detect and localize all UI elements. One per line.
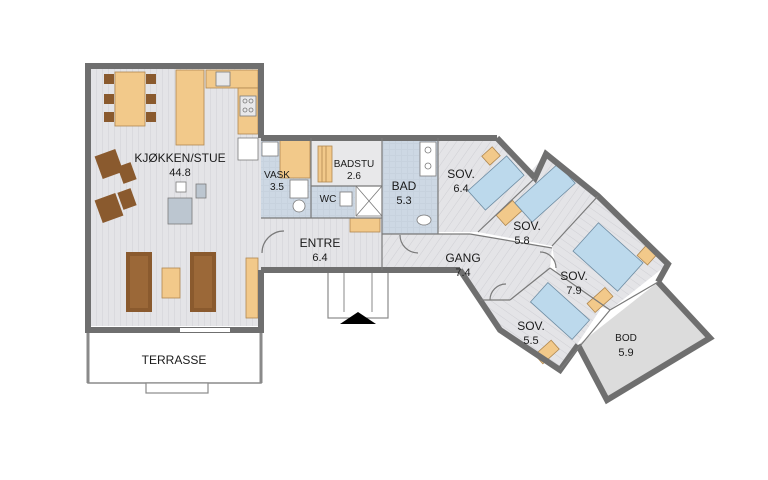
terrace-step — [145, 382, 209, 394]
label-vask-name: VASK — [264, 170, 290, 181]
room-labels: KJØKKEN/STUE 44.8 VASK 3.5 WC BADSTU 2.6… — [134, 151, 637, 367]
partitions — [180, 138, 659, 371]
entrance-arrow-icon — [340, 312, 376, 324]
walls — [85, 63, 715, 405]
nightstand-sov-1 — [481, 146, 501, 166]
label-entre-name: ENTRE — [300, 236, 341, 250]
desk-sov-3 — [586, 286, 614, 314]
armchair-top — [94, 148, 124, 180]
label-gang-name: GANG — [445, 251, 480, 265]
label-wc-name: WC — [320, 194, 337, 205]
label-bod-area: 5.9 — [618, 347, 633, 359]
bed-sov-4 — [529, 282, 591, 340]
oven — [237, 137, 259, 161]
label-sov-1-name: SOV. — [447, 167, 475, 181]
label-bod-name: BOD — [615, 333, 637, 344]
bad-sinks — [419, 141, 437, 177]
label-sov-3-name: SOV. — [560, 269, 588, 283]
floor-sov-4 — [480, 268, 600, 370]
coffee-table — [161, 267, 181, 299]
label-sov-2-name: SOV. — [513, 219, 541, 233]
armchair-bottom — [94, 192, 124, 224]
bed-sov-1 — [467, 155, 525, 211]
entre-bench — [349, 217, 381, 233]
label-sov-3-area: 7.9 — [566, 285, 581, 297]
floor-bod — [578, 282, 710, 400]
vask-sink — [261, 141, 279, 157]
label-bad-name: BAD — [392, 179, 417, 193]
label-kitchen-living-name: KJØKKEN/STUE — [134, 151, 225, 165]
label-kitchen-living-area: 44.8 — [169, 167, 190, 179]
bad-toilet — [416, 214, 432, 226]
label-gang-area: 7.4 — [455, 267, 470, 279]
label-bad-area: 5.3 — [396, 195, 411, 207]
label-entre-area: 6.4 — [312, 252, 327, 264]
wet-room-fixtures — [261, 139, 437, 233]
dining-table — [114, 71, 146, 127]
label-sov-4-area: 5.5 — [523, 335, 538, 347]
kitchen-island — [175, 69, 205, 146]
kitchen-furniture — [94, 69, 259, 319]
label-sov-1-area: 6.4 — [453, 183, 468, 195]
wc-toilet — [339, 191, 353, 207]
fireplace — [167, 197, 193, 225]
washing-machine — [289, 179, 309, 199]
fridge — [215, 71, 231, 87]
sauna-bench — [317, 145, 333, 183]
label-vask-area: 3.5 — [270, 182, 284, 193]
label-sov-4-name: SOV. — [517, 319, 545, 333]
bed-sov-3 — [572, 222, 644, 292]
floor-gang — [382, 234, 552, 300]
kitchen-counter-top — [205, 69, 259, 89]
label-terrace-name: TERRASSE — [142, 353, 207, 367]
label-sov-2-area: 5.8 — [514, 235, 529, 247]
terrace — [86, 329, 263, 394]
stove — [239, 95, 257, 117]
entrance-steps — [327, 269, 389, 324]
label-badstu-area: 2.6 — [347, 171, 361, 182]
vask-counter — [279, 139, 311, 179]
bedroom-furniture — [467, 146, 658, 365]
tv-bench — [245, 257, 259, 319]
label-badstu-name: BADSTU — [334, 159, 375, 170]
